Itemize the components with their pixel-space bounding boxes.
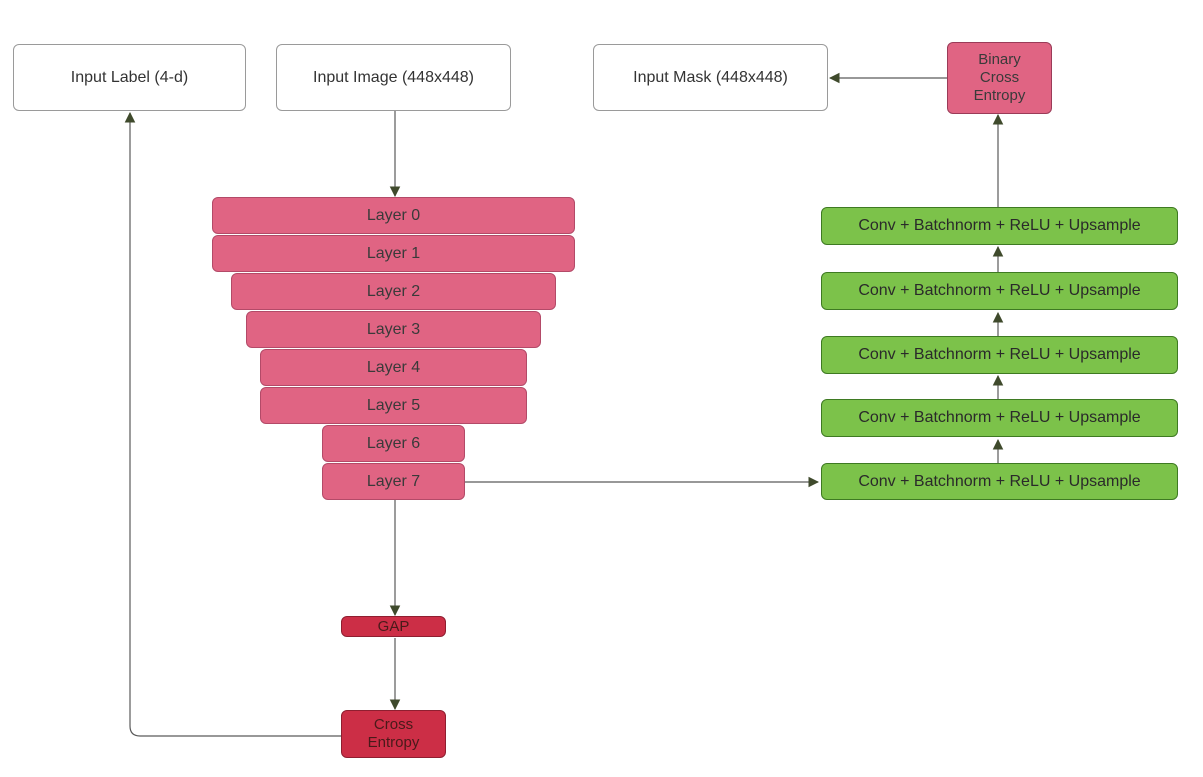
layer-label: Layer 6 [366,434,421,452]
layer-label: Layer 5 [366,396,421,414]
input-mask-text: Input Mask (448x448) [633,68,788,86]
input-image-box: Input Image (448x448) [276,44,511,111]
layer-label: Layer 2 [366,282,421,300]
decoder-block-5: Conv + Batchnorm + ReLU + Upsample [821,207,1178,245]
input-image-text: Input Image (448x448) [313,68,474,86]
layer-label: Layer 3 [366,320,421,338]
encoder-layer-2: Layer 2 [231,273,556,310]
input-label-text: Input Label (4-d) [70,68,189,86]
decoder-label: Conv + Batchnorm + ReLU + Upsample [858,217,1141,235]
ce-line1: Cross [373,716,414,733]
bce-line2: Cross [979,69,1020,86]
binary-cross-entropy-box: Binary Cross Entropy [947,42,1052,114]
encoder-layer-5: Layer 5 [260,387,527,424]
layer-label: Layer 7 [366,472,421,490]
bce-line1: Binary [978,51,1021,68]
layer-label: Layer 4 [366,358,421,376]
encoder-layer-0: Layer 0 [212,197,575,234]
decoder-label: Conv + Batchnorm + ReLU + Upsample [858,472,1141,490]
input-mask-box: Input Mask (448x448) [593,44,828,111]
decoder-label: Conv + Batchnorm + ReLU + Upsample [858,409,1141,427]
bce-line3: Entropy [973,87,1026,104]
gap-label: GAP [377,617,410,635]
layer-label: Layer 0 [366,206,421,224]
input-label-box: Input Label (4-d) [13,44,246,111]
ce-line2: Entropy [367,734,420,751]
layer-label: Layer 1 [366,244,421,262]
encoder-layer-3: Layer 3 [246,311,541,348]
encoder-layer-7: Layer 7 [322,463,465,500]
gap-box: GAP [341,616,446,637]
cross-entropy-box: Cross Entropy [341,710,446,758]
decoder-block-3: Conv + Batchnorm + ReLU + Upsample [821,336,1178,374]
decoder-block-4: Conv + Batchnorm + ReLU + Upsample [821,272,1178,310]
decoder-block-2: Conv + Batchnorm + ReLU + Upsample [821,399,1178,437]
decoder-label: Conv + Batchnorm + ReLU + Upsample [858,346,1141,364]
decoder-block-1: Conv + Batchnorm + ReLU + Upsample [821,463,1178,500]
arrow-ce-to-input-label [124,111,342,737]
encoder-layer-1: Layer 1 [212,235,575,272]
encoder-layer-4: Layer 4 [260,349,527,386]
decoder-label: Conv + Batchnorm + ReLU + Upsample [858,282,1141,300]
encoder-layer-6: Layer 6 [322,425,465,462]
